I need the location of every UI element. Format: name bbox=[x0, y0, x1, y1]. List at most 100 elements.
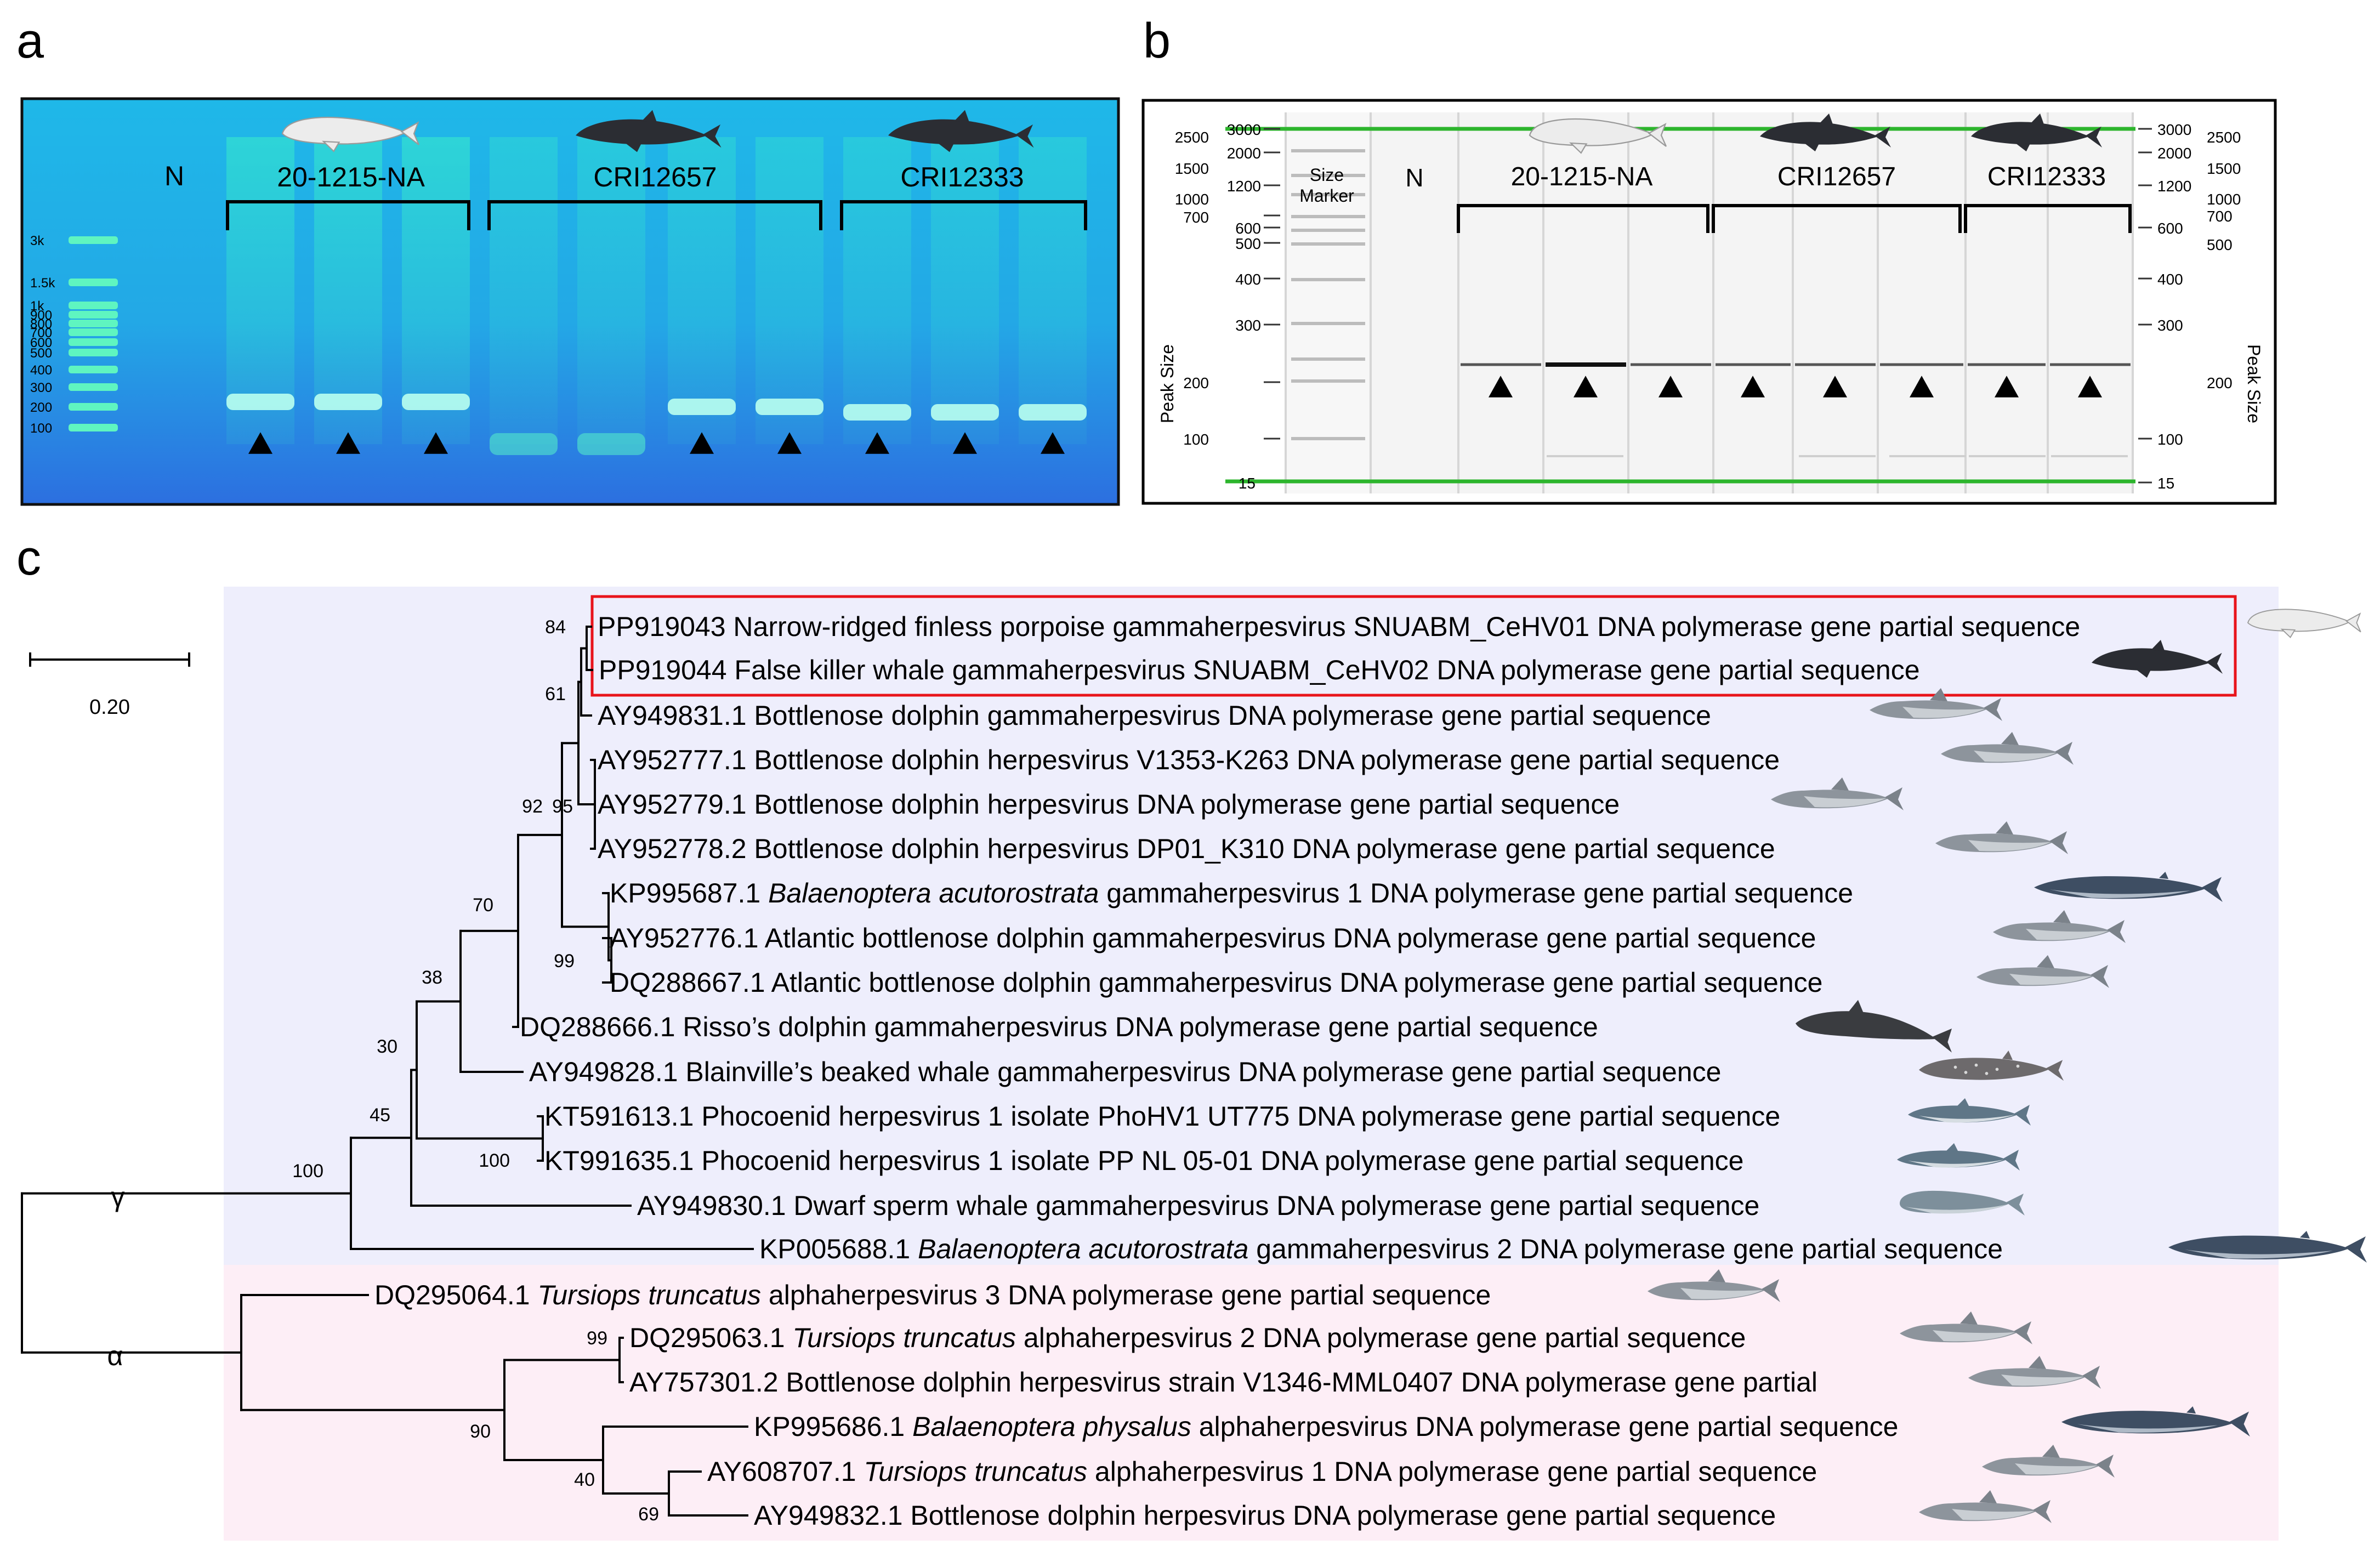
cap-tick-label: 600 bbox=[2157, 220, 2183, 237]
cap-tick-label: 1500 bbox=[2207, 160, 2241, 177]
bootstrap-label: 92 bbox=[522, 796, 543, 817]
marker-label: 900 bbox=[30, 308, 52, 323]
cap-tick-label: 1000 bbox=[2207, 191, 2241, 208]
gel-bands bbox=[226, 394, 1087, 455]
taxon-accession: AY757301.2 Bottlenose dolphin herpesviru… bbox=[629, 1367, 1817, 1398]
marker-label: 300 bbox=[30, 381, 52, 395]
taxon-label: AY949830.1 Dwarf sperm whale gammaherpes… bbox=[637, 1190, 1759, 1221]
capillary-lane bbox=[1793, 112, 1878, 493]
capillary-lane bbox=[1371, 112, 1458, 493]
bootstrap-label: 99 bbox=[587, 1328, 607, 1349]
cap-tick-label: 200 bbox=[2207, 374, 2233, 391]
cap-tick-label: 3000 bbox=[2157, 121, 2191, 138]
cap-tick-label: 700 bbox=[1183, 209, 1209, 226]
pcr-band bbox=[402, 394, 470, 410]
primer-dimer-band bbox=[490, 433, 558, 455]
size-marker-label: Size bbox=[1310, 165, 1344, 185]
cap-tick-label: 300 bbox=[2157, 317, 2183, 334]
capillary-band bbox=[1461, 363, 1541, 366]
cap-group-label: CRI12657 bbox=[1777, 162, 1896, 191]
size-marker-label: Marker bbox=[1299, 186, 1354, 206]
capillary-band bbox=[1795, 363, 1876, 366]
size-marker-band bbox=[1291, 379, 1365, 383]
gel-arrowheads bbox=[248, 432, 1065, 454]
gel-bracket-2 bbox=[487, 200, 822, 230]
capillary-arrowheads bbox=[1489, 376, 2102, 397]
ladder-band bbox=[69, 279, 118, 286]
highlight-box bbox=[590, 595, 2237, 697]
gel-bracket-1 bbox=[226, 200, 470, 230]
scale-label: 0.20 bbox=[89, 696, 130, 719]
band-arrowhead bbox=[1041, 432, 1065, 454]
taxon-label: DQ295063.1 Tursiops truncatus alphaherpe… bbox=[629, 1322, 1746, 1353]
taxon-accession: DQ295063.1 bbox=[629, 1322, 792, 1353]
taxon-accession: PP919043 Narrow-ridged finless porpoise … bbox=[598, 611, 2080, 642]
gel-lane-glow bbox=[1019, 137, 1087, 444]
cap-tick-label: 500 bbox=[2207, 236, 2233, 253]
alpha-clade-label: α bbox=[107, 1341, 123, 1371]
ladder-band bbox=[69, 338, 118, 346]
bootstrap-label: 100 bbox=[479, 1150, 510, 1171]
capillary-panel: 2500150010007002001003000200012006005004… bbox=[1141, 99, 2277, 505]
bootstrap-label: 95 bbox=[552, 796, 573, 817]
taxon-accession: KP995687.1 bbox=[610, 878, 768, 908]
gel-lane-glow bbox=[402, 137, 470, 444]
gel-lane-glow bbox=[931, 137, 999, 444]
taxon-description: alphaherpesvirus 3 DNA polymerase gene p… bbox=[761, 1280, 1491, 1310]
cap-tick-label: 2500 bbox=[1175, 129, 1209, 146]
peak-size-axis-title-left: Peak Size bbox=[1157, 344, 1177, 423]
cap-tick-label: 100 bbox=[1183, 431, 1209, 448]
taxon-accession: DQ295064.1 bbox=[374, 1280, 537, 1310]
gel-lane-glow bbox=[226, 137, 294, 444]
band-arrowhead bbox=[777, 432, 802, 454]
bootstrap-label: 70 bbox=[473, 895, 493, 916]
ladder-band bbox=[69, 403, 118, 411]
taxon-label: PP919044 False killer whale gammaherpesv… bbox=[599, 655, 1920, 685]
band-arrowhead bbox=[865, 432, 889, 454]
marker-label: 1k bbox=[30, 299, 44, 314]
size-marker-band bbox=[1291, 278, 1365, 281]
cap-tick-label: 2500 bbox=[2207, 129, 2241, 146]
cap-bracket-1 bbox=[1457, 204, 1709, 233]
taxon-accession: AY949831.1 Bottlenose dolphin gammaherpe… bbox=[598, 700, 1711, 731]
taxon-label: AY952778.2 Bottlenose dolphin herpesviru… bbox=[598, 833, 1775, 864]
cap-bracket-3 bbox=[1964, 204, 2132, 233]
bootstrap-label: 30 bbox=[377, 1036, 397, 1057]
band-arrowhead bbox=[336, 432, 360, 454]
bootstrap-label: 84 bbox=[545, 617, 566, 638]
marker-label: 3k bbox=[30, 234, 44, 248]
bootstrap-label: 69 bbox=[638, 1504, 659, 1525]
taxon-label: DQ295064.1 Tursiops truncatus alphaherpe… bbox=[374, 1280, 1491, 1310]
pcr-band bbox=[314, 394, 382, 410]
size-marker-band bbox=[1291, 215, 1365, 218]
cap-tick-label: 1200 bbox=[2157, 178, 2191, 195]
cap-tick-label: 400 bbox=[1235, 271, 1261, 288]
size-marker-band bbox=[1291, 193, 1365, 196]
band-arrowhead bbox=[248, 432, 272, 454]
faint-band bbox=[1547, 455, 1623, 457]
gel-lane-glow bbox=[668, 137, 736, 444]
capillary-axis-ticks: 2500150010007002001003000200012006005004… bbox=[1175, 121, 2241, 492]
band-arrowhead bbox=[1910, 376, 1934, 397]
band-arrowhead bbox=[953, 432, 977, 454]
capillary-band bbox=[1880, 363, 1963, 366]
capillary-band bbox=[2050, 363, 2131, 366]
capillary-bands bbox=[1461, 362, 2131, 457]
ladder-band bbox=[69, 424, 118, 431]
peak-size-axis-title-right: Peak Size bbox=[2244, 344, 2264, 423]
taxon-accession: AY952776.1 Atlantic bottlenose dolphin g… bbox=[610, 923, 1816, 953]
capillary-lanes bbox=[1285, 112, 2134, 493]
taxon-accession: AY949830.1 Dwarf sperm whale gammaherpes… bbox=[637, 1190, 1759, 1221]
taxon-accession: DQ288666.1 Risso’s dolphin gammaherpesvi… bbox=[520, 1012, 1598, 1042]
cap-tick-label: 3000 bbox=[1227, 121, 1261, 138]
cap-tick-label: 500 bbox=[1235, 235, 1261, 252]
pcr-band bbox=[1019, 404, 1087, 421]
taxon-label: AY949828.1 Blainville’s beaked whale gam… bbox=[529, 1057, 1721, 1087]
taxon-label: KP005688.1 Balaenoptera acutorostrata ga… bbox=[759, 1234, 2003, 1264]
size-marker-band bbox=[1291, 229, 1365, 232]
taxon-label: AY608707.1 Tursiops truncatus alphaherpe… bbox=[707, 1456, 1817, 1487]
gamma-clade-label: γ bbox=[111, 1182, 125, 1212]
size-marker-band bbox=[1291, 437, 1365, 440]
pcr-band bbox=[843, 404, 911, 421]
capillary-lane bbox=[1543, 112, 1628, 493]
